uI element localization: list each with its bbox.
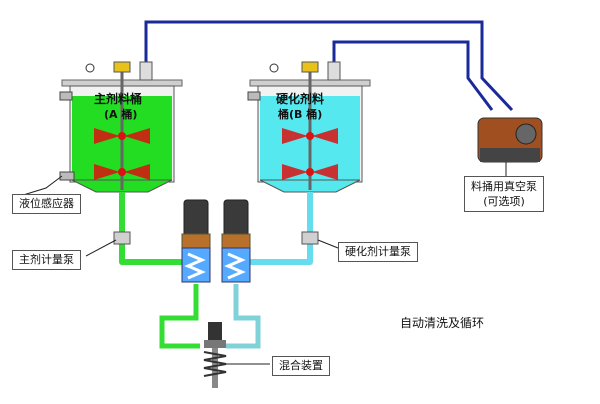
tank-a-icon [59,61,183,193]
vacuum-line [144,20,514,112]
auto-clean-label: 自动清洗及循环 [400,316,485,330]
mixer-label: 混合装置 [272,356,330,376]
pipe-a-icon [119,192,196,265]
vacuum-pump-label: 料捅用真空泵 (可选项) [464,176,544,212]
tank-a-title: 主剂料桶 [94,92,143,106]
callout-line [19,162,507,365]
main-pump-label: 主剂计量泵 [12,250,81,270]
mixer-icon [203,322,227,388]
tank-b-subtitle: 桶(B 桶) [278,108,323,121]
metering-pump-a-icon [181,199,211,283]
hardener-pump-label: 硬化剂计量泵 [338,242,418,262]
tank-b-title: 硬化剂料 [276,92,325,106]
level-sensor-label: 液位感应器 [12,194,81,214]
vacuum-pump-label-line1: 料捅用真空泵 [471,180,537,193]
tank-a-subtitle: (A 桶) [104,108,138,121]
vacuum-pump-label-line2: (可选项) [483,195,525,208]
metering-pump-b-icon [221,199,251,283]
valve-icon [113,231,319,245]
vacuum-pump-icon [477,117,543,163]
tank-b-icon [247,61,371,193]
pipe-b-icon [244,192,313,265]
circulation-line-icon [159,284,261,349]
